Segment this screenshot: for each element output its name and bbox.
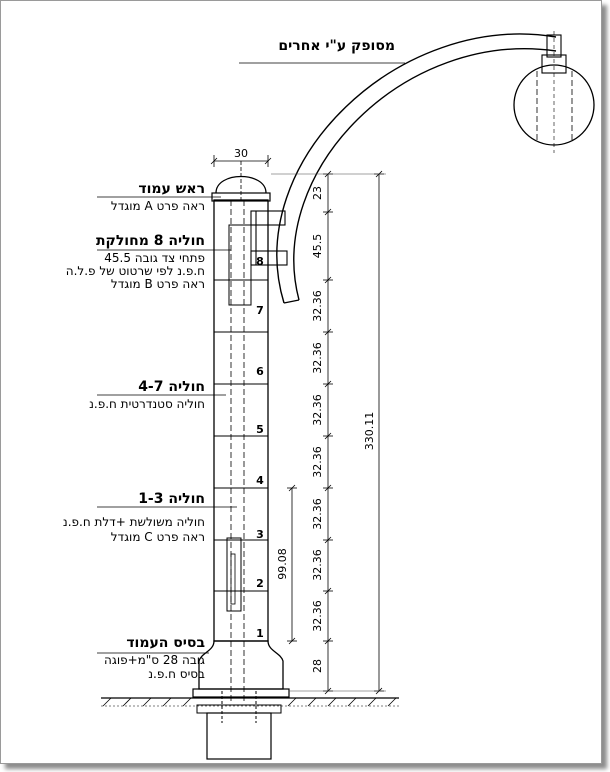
column-head-dome (215, 175, 267, 194)
rings-4-7-detail: חוליה סטנדרטית ח.פ.נ (89, 397, 205, 411)
leader-lines (97, 62, 405, 654)
ring-number-2: 2 (256, 577, 264, 590)
column-head-title: ראש עמוד (138, 181, 205, 197)
lower-height-dimension (287, 484, 297, 645)
segment-dim-label: 32.36 (311, 290, 324, 322)
segment-dim-label: 45.5 (311, 234, 324, 259)
rings-4-7-title: חוליה 4-7 (138, 379, 205, 395)
door-handle (230, 553, 236, 605)
column-base-detail: גובה 28 ס"מ+פוגה (104, 653, 205, 667)
rings-1-3-detail: חוליה משולשת +דלת ח.פ.נ (62, 515, 205, 529)
lower-height-dim-text: 99.08 (276, 548, 289, 580)
foundation-block (206, 712, 272, 760)
lamp-arm-end (283, 299, 300, 304)
ring-number-3: 3 (256, 528, 264, 541)
total-height-dim-text: 330.11 (363, 412, 376, 451)
ring-number-1: 1 (256, 627, 264, 640)
side-opening (228, 224, 252, 306)
foundation-slab (196, 704, 282, 714)
segment-dimension-labels: 28 32.36 32.36 32.36 32.36 32.36 32.36 3… (311, 186, 324, 673)
drawing-sheet: 30 1 2 3 4 5 6 7 8 (0, 0, 602, 764)
lamp-globe (513, 31, 595, 153)
column-elevation-drawing: 30 1 2 3 4 5 6 7 8 (97, 31, 595, 760)
lamp-arm (276, 33, 557, 304)
supplier-note: מסופק ע"י אחרים (278, 38, 395, 54)
rings-1-3-detail: ראה פרט C מוגדל (110, 530, 205, 544)
column-base-title: בסיס העמוד (126, 635, 205, 651)
top-width-dim-text: 30 (234, 147, 248, 160)
segment-dim-label: 32.36 (311, 600, 324, 632)
segment-dim-label: 32.36 (311, 342, 324, 374)
column-head-detail: ראה פרט A מוגדל (110, 199, 205, 213)
arm-bracket (250, 210, 288, 266)
split-ring-detail: ראה פרט B מוגדל (110, 277, 205, 291)
split-ring-detail: פתחי צד גובה 45.5 (104, 251, 205, 265)
ring-number-6: 6 (256, 365, 264, 378)
segment-dimension-chain (323, 170, 333, 695)
rings-1-3-title: חוליה 1-3 (138, 491, 205, 507)
column-base (198, 640, 284, 690)
ring-number-5: 5 (256, 423, 264, 436)
segment-dim-label: 32.36 (311, 446, 324, 478)
segment-dim-label: 32.36 (311, 498, 324, 530)
segment-dim-label: 32.36 (311, 394, 324, 426)
split-ring-detail: ח.פ.נ לפי שרטוט של פ.ל.ה (65, 264, 205, 278)
ground-hatch (102, 697, 397, 707)
ring-number-8: 8 (256, 255, 264, 268)
ring-number-7: 7 (256, 304, 264, 317)
lamp-arm-inner (293, 48, 557, 301)
column-base-detail: בסיס ח.פ.נ (148, 667, 205, 681)
base-plinth (192, 688, 290, 698)
segment-dim-label: 32.36 (311, 549, 324, 581)
segment-dim-label: 28 (311, 659, 324, 673)
extension-lines (271, 173, 386, 692)
ring-number-4: 4 (256, 474, 264, 487)
door-opening (226, 537, 242, 612)
segment-dim-label: 23 (311, 186, 324, 200)
split-ring-title: חוליה 8 מחולקת (95, 233, 205, 249)
top-width-dimension (210, 155, 272, 167)
